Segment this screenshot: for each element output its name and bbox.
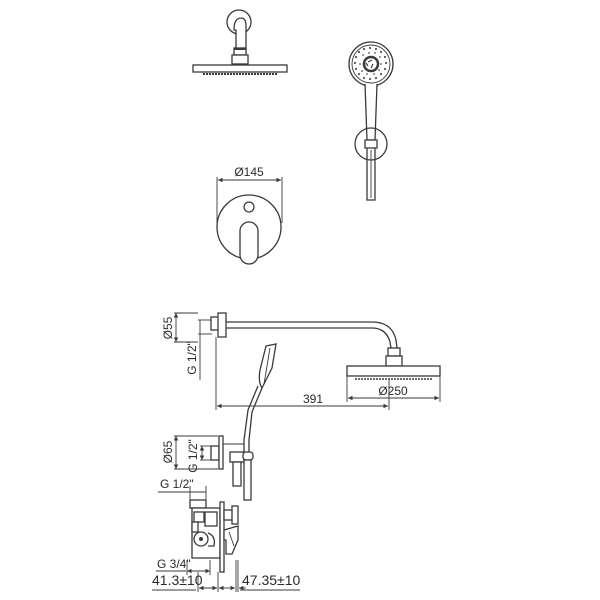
wall-flange-diameter-label: Ø55 <box>161 316 175 339</box>
outlet-flange-diameter-label: Ø65 <box>161 440 175 463</box>
outlet-thread-label: G 1/2" <box>186 439 200 473</box>
mixer-depth-front-label: 47.35±10 <box>242 572 301 588</box>
mixer-inlet-thread-label: G 1/2" <box>160 477 194 491</box>
mixer-depth-back-label: 41.3±10 <box>152 572 203 588</box>
arm-thread-label: G 1/2" <box>185 341 199 375</box>
wall-flange <box>217 312 227 338</box>
side-view-assembly: Ø55 G 1/2" Ø250 391 Ø65 <box>152 312 441 592</box>
wall-outlet-flange <box>218 435 224 470</box>
diverter-button-icon <box>243 201 255 213</box>
concealed-mixer-body <box>189 499 239 573</box>
mixer-lever-icon <box>239 221 259 265</box>
mixer-plate-front-view: Ø145 <box>216 165 283 265</box>
mixer-body-thread-label: G 3/4" <box>157 557 191 571</box>
arm-projection-label: 391 <box>303 392 323 406</box>
mixer-lever-side <box>223 525 239 555</box>
shower-head-plate <box>192 64 288 73</box>
overhead-shower-head <box>346 365 441 377</box>
shower-hose <box>243 459 252 501</box>
shower-arm <box>226 321 398 349</box>
hand-shower-side <box>258 343 277 390</box>
plate-diameter-label: Ø145 <box>234 165 264 179</box>
overhead-shower-front-view <box>192 9 288 75</box>
head-diameter-label: Ø250 <box>378 384 408 398</box>
hand-shower-front-view <box>348 41 394 201</box>
hand-shower-handle <box>364 83 378 141</box>
